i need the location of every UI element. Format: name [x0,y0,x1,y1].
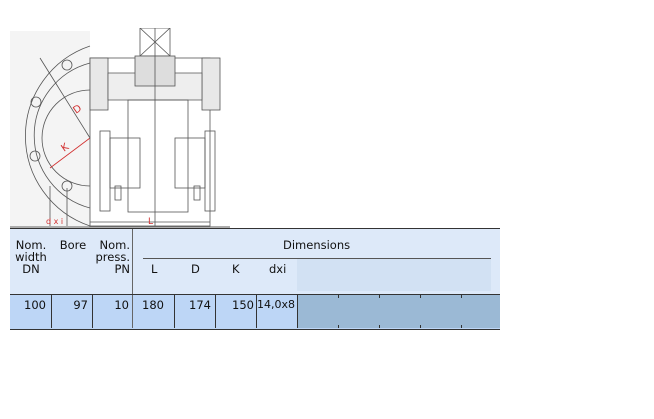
header-pn-line: press. [95,250,131,264]
tick [379,295,380,298]
tick [420,295,421,298]
tick [461,295,462,298]
header-dn-line: Nom. [15,238,47,252]
cell-d: 174 [189,298,211,312]
table-header: Nom. width DN Bore Nom. press. PN Dimens… [10,228,500,295]
header-bore: Bore [59,238,87,252]
header-d: D [191,262,200,276]
empty-cells [297,295,500,328]
cell-k: 150 [232,298,254,312]
divider [215,295,216,328]
tick [338,295,339,298]
cell-bore: 97 [73,298,88,312]
divider [51,295,52,328]
cell-dxi: 14,0x8 [257,298,296,311]
header-k: K [232,262,240,276]
divider [297,295,298,328]
header-dxi: dxi [269,262,287,276]
header-pn-line: PN [114,262,130,276]
divider [132,229,133,295]
header-dimensions: Dimensions [283,238,351,252]
tick [420,325,421,328]
ball-valve-drawing: D K d x i L [10,28,230,228]
cell-dn: 100 [24,298,46,312]
tick [338,325,339,328]
divider [174,295,175,328]
header-shade [297,259,491,291]
header-dn: Nom. width DN [10,239,52,275]
header-pn: Nom. press. PN [92,238,131,276]
dimensions-table: Nom. width DN Bore Nom. press. PN Dimens… [10,228,500,330]
header-dn-line: width [15,250,47,264]
header-pn-line: Nom. [99,238,131,252]
tick [461,325,462,328]
cell-l: 180 [142,298,164,312]
header-dn-line: DN [22,262,40,276]
header-l: L [151,262,158,276]
dimensions-divider [143,258,491,259]
divider [132,295,133,328]
cell-pn: 10 [114,298,129,312]
table-row: 100 97 10 180 174 150 14,0x8 [10,294,500,330]
dimension-label-l: L [148,217,153,227]
divider [256,295,257,328]
divider [92,295,93,328]
dimension-label-dxi: d x i [46,217,63,226]
tick [379,325,380,328]
